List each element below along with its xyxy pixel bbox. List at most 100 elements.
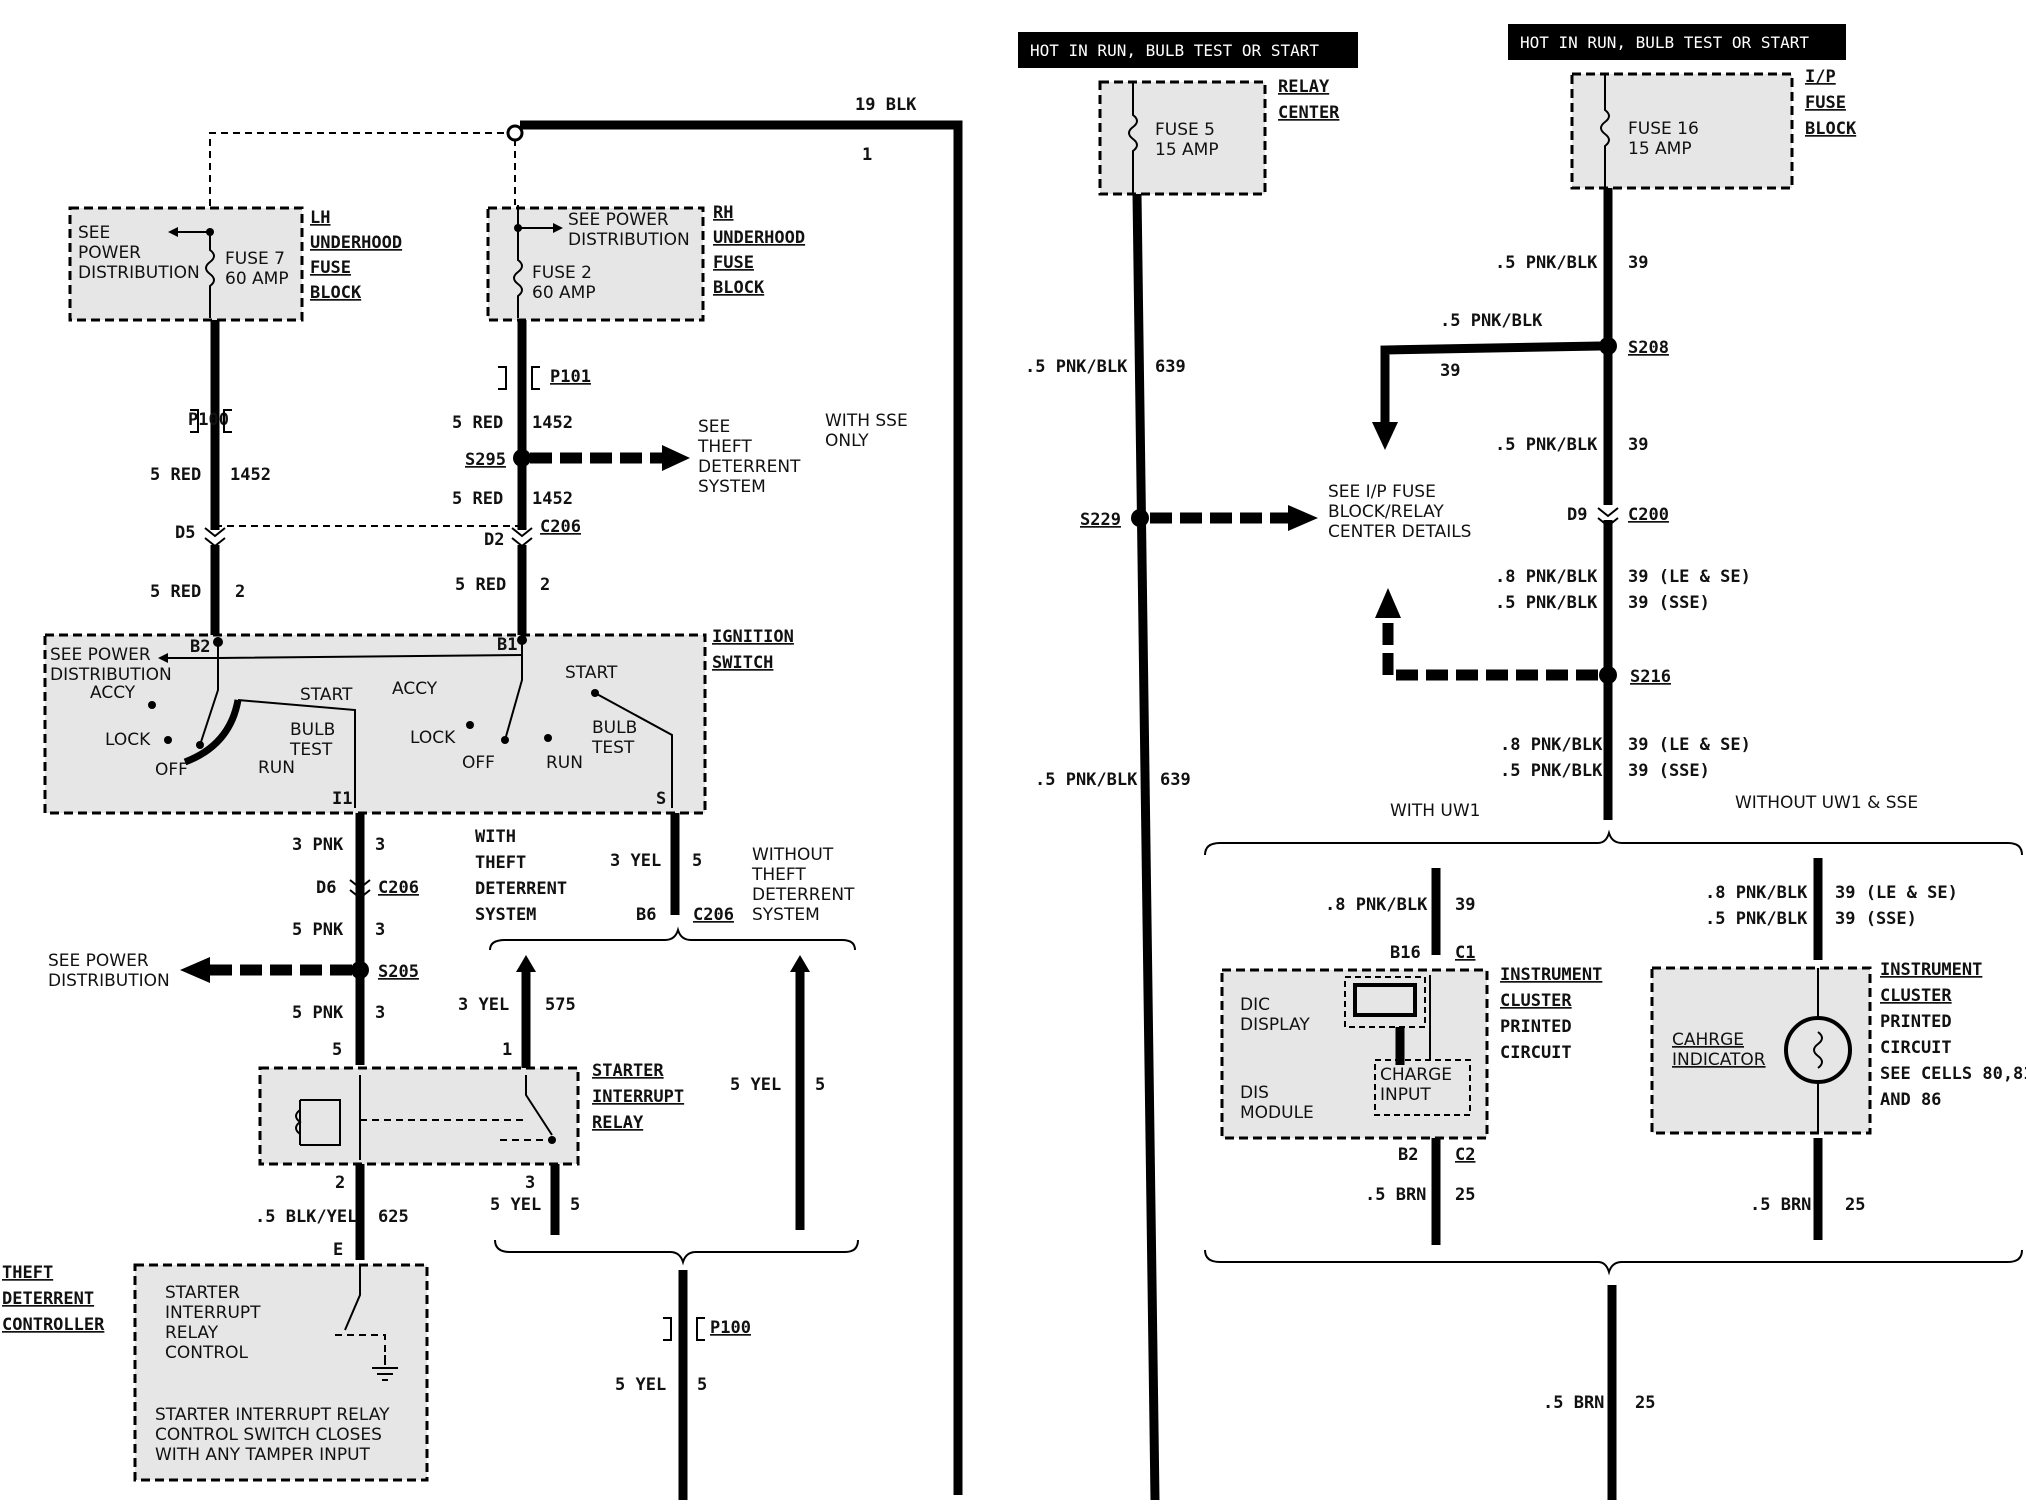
hot-banner-right bbox=[1508, 24, 1846, 60]
indicator-label-2: INDICATOR bbox=[1672, 1050, 1766, 1070]
conn-p100-bottom: P100 bbox=[710, 1318, 751, 1338]
lh-fuse-symbol bbox=[205, 230, 215, 318]
w7-num: 3 bbox=[375, 920, 385, 940]
w12-gauge: 5 YEL bbox=[490, 1195, 541, 1215]
cluster-option-brace-top bbox=[1204, 829, 2023, 856]
s295-arrowhead bbox=[662, 445, 690, 471]
r11-gauge: .5 BRN bbox=[1750, 1195, 1811, 1215]
r2-num: 639 bbox=[1160, 770, 1191, 790]
fuse16-symbol bbox=[1600, 74, 1610, 188]
rh-see-1: SEE POWER bbox=[568, 210, 669, 230]
without-theft-4: SYSTEM bbox=[752, 905, 820, 925]
ground-icon bbox=[372, 1355, 398, 1381]
ip-ref-2: BLOCK/RELAY bbox=[1328, 502, 1444, 522]
r10-num: 25 bbox=[1455, 1185, 1475, 1205]
d9-connector-symbol bbox=[1597, 507, 1619, 528]
conn-b16: B16 bbox=[1390, 943, 1421, 963]
p100-top-bracket-l bbox=[190, 409, 199, 433]
ign-left-run-path bbox=[237, 699, 356, 808]
indicator-label-1: CAHRGE bbox=[1672, 1030, 1744, 1050]
s229-arrowhead bbox=[1288, 505, 1318, 531]
s205-arrowhead bbox=[180, 957, 210, 983]
w13-gauge: .5 BLK/YEL bbox=[255, 1207, 357, 1227]
w1-gauge: 5 RED bbox=[150, 465, 201, 485]
ip-ref-1: SEE I/P FUSE bbox=[1328, 482, 1436, 502]
dashed-bus bbox=[209, 132, 516, 230]
relay-title-3: RELAY bbox=[592, 1113, 644, 1133]
ign-see-1: SEE POWER bbox=[50, 645, 151, 665]
ignition-right-switch: ACCY LOCK OFF START BULB TEST RUN S bbox=[392, 640, 673, 809]
w2-num: 1452 bbox=[532, 413, 573, 433]
ign-right-off: OFF bbox=[462, 753, 495, 773]
main-wire-gauge: 19 BLK bbox=[855, 95, 917, 115]
conn-p100-top: P100 bbox=[188, 410, 229, 430]
ign-right-contact bbox=[504, 640, 523, 741]
relay-pin-2: 2 bbox=[335, 1173, 345, 1193]
w2-gauge: 5 RED bbox=[452, 413, 503, 433]
ign-right-start: START bbox=[565, 663, 618, 683]
controller-note-3: WITH ANY TAMPER INPUT bbox=[155, 1445, 371, 1465]
lh-fuse-label: FUSE 7 bbox=[225, 249, 285, 269]
cluster-right-box bbox=[1650, 966, 1872, 1135]
charge-input-2: INPUT bbox=[1380, 1085, 1431, 1105]
lh-title-4: BLOCK bbox=[310, 283, 362, 303]
charge-input-box bbox=[1374, 1059, 1471, 1116]
lh-see-arrowhead bbox=[168, 227, 178, 237]
r10-gauge: .5 BRN bbox=[1365, 1185, 1426, 1205]
w11-num: 5 bbox=[815, 1075, 825, 1095]
rh-fuse-amp: 60 AMP bbox=[532, 283, 596, 303]
rh-see-arrowhead bbox=[553, 223, 563, 233]
fuse5-label: FUSE 5 bbox=[1155, 120, 1215, 140]
relay-pin-1: 1 bbox=[502, 1040, 512, 1060]
lh-fuse-amp: 60 AMP bbox=[225, 269, 289, 289]
controller-inner-4: CONTROL bbox=[165, 1343, 249, 1363]
see-power-2: DISTRIBUTION bbox=[48, 971, 170, 991]
ign-pin-s: S bbox=[656, 789, 666, 809]
lh-fuse-block-box bbox=[68, 206, 304, 322]
ign-left-bulb: BULB bbox=[290, 720, 335, 740]
splice-open bbox=[506, 124, 524, 142]
ip-title-3: BLOCK bbox=[1805, 119, 1857, 139]
wire-19-blk bbox=[520, 120, 963, 1495]
rh-title-4: BLOCK bbox=[713, 278, 765, 298]
theft-option-brace-bottom bbox=[494, 1239, 859, 1266]
ign-left-run: RUN bbox=[258, 758, 295, 778]
lh-splice bbox=[206, 228, 214, 236]
with-theft-label: WITH THEFT DETERRENT SYSTEM bbox=[475, 827, 567, 925]
charge-input-1: CHARGE bbox=[1380, 1065, 1452, 1085]
r5-num: 39 bbox=[1628, 435, 1648, 455]
ip-title-1: I/P bbox=[1805, 67, 1836, 87]
conn-c2: C2 bbox=[1455, 1145, 1475, 1165]
dic-label-2: DISPLAY bbox=[1240, 1015, 1310, 1035]
splice-s208 bbox=[1599, 337, 1617, 355]
ign-left-accy: ACCY bbox=[90, 683, 136, 703]
with-theft-1: WITH bbox=[475, 827, 516, 847]
ign-right-test: TEST bbox=[591, 738, 635, 758]
rh-title-2: UNDERHOOD bbox=[713, 228, 805, 248]
ignition-title-1: IGNITION bbox=[712, 627, 794, 647]
without-theft-1: WITHOUT bbox=[752, 845, 834, 865]
conn-d2: D2 bbox=[484, 530, 504, 550]
dic-label-1: DIC bbox=[1240, 995, 1270, 1015]
ignition-switch-box bbox=[43, 633, 707, 815]
conn-c206-mid: C206 bbox=[378, 878, 419, 898]
r4-num: 39 bbox=[1440, 361, 1460, 381]
relay-center-box bbox=[1098, 80, 1267, 196]
p101-bracket-l bbox=[498, 366, 507, 390]
wire-pnk-blk-639 bbox=[1132, 193, 1160, 1501]
r7a-gauge: .8 PNK/BLK bbox=[1500, 735, 1603, 755]
rh-fuse-symbol bbox=[513, 205, 523, 318]
w7-gauge: 5 PNK bbox=[292, 920, 344, 940]
theft-ref-2: THEFT bbox=[697, 437, 752, 457]
controller-pin-e: E bbox=[333, 1240, 343, 1260]
575-arrowhead bbox=[516, 955, 536, 972]
ign-right-accy: ACCY bbox=[392, 679, 438, 699]
splice-s295 bbox=[513, 449, 531, 467]
fuse16-label: FUSE 16 bbox=[1628, 119, 1699, 139]
w14-gauge: 5 YEL bbox=[615, 1375, 666, 1395]
ign-right-bulb: BULB bbox=[592, 718, 637, 738]
fuse5-amp: 15 AMP bbox=[1155, 140, 1219, 160]
w10-gauge: 3 YEL bbox=[458, 995, 509, 1015]
with-sse-2: ONLY bbox=[825, 431, 869, 451]
